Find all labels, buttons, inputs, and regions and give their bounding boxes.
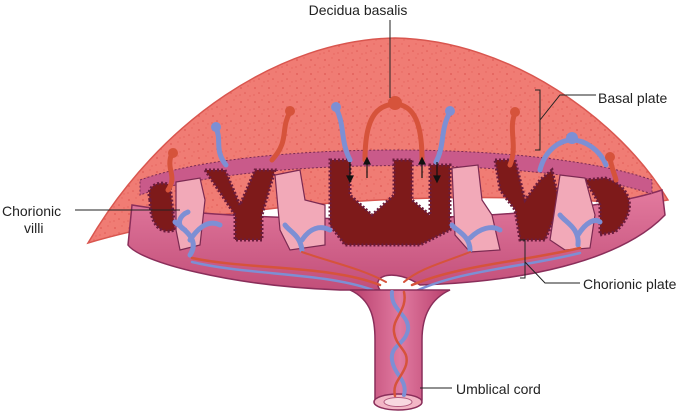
spiral-artery [507, 110, 518, 168]
artery-bulb [285, 106, 295, 116]
vein-bulb [211, 122, 221, 132]
umbilical-vessels [389, 290, 411, 398]
spiral-artery [165, 150, 175, 193]
label-umbilical-cord: Umblical cord [456, 381, 541, 397]
label-chorionic-villi-line2: villi [24, 220, 44, 236]
vein-bulb [445, 106, 455, 116]
artery-bulb [168, 148, 178, 158]
artery-bulb [605, 152, 615, 162]
label-chorionic-villi-line1: Chorionic [2, 203, 62, 219]
leader-lines [75, 20, 596, 389]
artery-bulb [510, 107, 520, 117]
label-basal-plate: Basal plate [598, 90, 668, 106]
label-decidua-basalis: Decidua basalis [308, 2, 408, 18]
artery-bulb [388, 96, 402, 110]
label-chorionic-villi: Chorionic villi [2, 203, 61, 237]
maternal-vessels [165, 96, 619, 193]
vein-bulb [566, 132, 578, 144]
spiral-artery [269, 109, 293, 163]
vein-bulb [331, 102, 341, 112]
flow-arrows [346, 156, 441, 184]
uterine-vein [333, 105, 353, 163]
cord-lumen [383, 397, 413, 407]
label-chorionic-plate: Chorionic plate [583, 276, 677, 292]
uterine-vein [433, 109, 453, 165]
intervillous-spaces [147, 158, 631, 247]
fetal-vessels [172, 209, 603, 294]
